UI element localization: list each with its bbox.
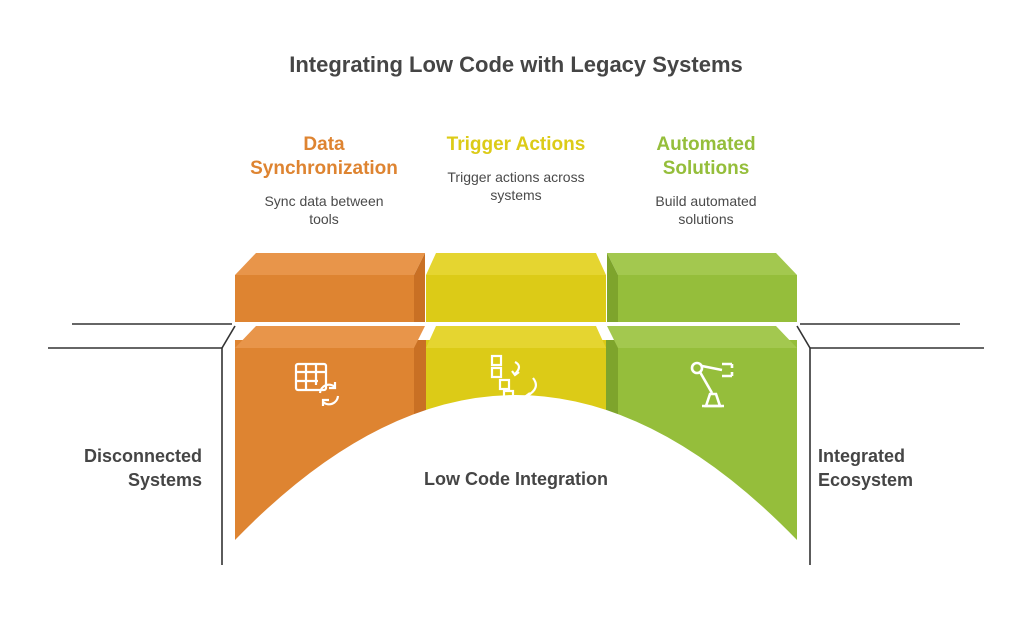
heading-line: Data [303, 134, 345, 155]
workflow-icon [490, 354, 537, 402]
desc-line: solutions [678, 211, 734, 227]
label-line: Ecosystem [818, 470, 914, 490]
label-line: Disconnected [83, 446, 202, 466]
desc-data-synchronization: Sync data between tools [234, 192, 414, 228]
heading-line: Synchronization [250, 158, 398, 179]
desc-line: Trigger actions across [447, 169, 585, 185]
label-disconnected-systems: Disconnected Systems [40, 444, 202, 492]
heading-line: Trigger Actions [446, 134, 586, 155]
arch-block-automated [618, 340, 797, 540]
top-block-trigger [426, 253, 606, 322]
heading-automated-solutions: Automated Solutions [616, 133, 796, 181]
label-integrated-ecosystem: Integrated Ecosystem [818, 444, 988, 492]
heading-data-synchronization: Data Synchronization [234, 133, 414, 181]
robot-arm-icon [690, 361, 734, 408]
desc-line: systems [490, 187, 542, 203]
heading-line: Solutions [662, 158, 750, 179]
desc-trigger-actions: Trigger actions across systems [416, 168, 616, 204]
page-title: Integrating Low Code with Legacy Systems [289, 52, 743, 77]
label-line: Integrated [818, 446, 906, 466]
heading-trigger-actions: Trigger Actions [426, 133, 606, 157]
table-sync-icon [294, 362, 340, 406]
label-low-code-integration: Low Code Integration [424, 469, 608, 489]
desc-automated-solutions: Build automated solutions [616, 192, 796, 228]
desc-line: Sync data between [264, 193, 384, 209]
top-block-data-sync [235, 253, 425, 322]
desc-line: Build automated [655, 193, 757, 209]
desc-line: tools [309, 211, 339, 227]
top-block-automated [607, 253, 797, 322]
heading-line: Automated [656, 134, 756, 155]
label-line: Systems [127, 470, 202, 490]
